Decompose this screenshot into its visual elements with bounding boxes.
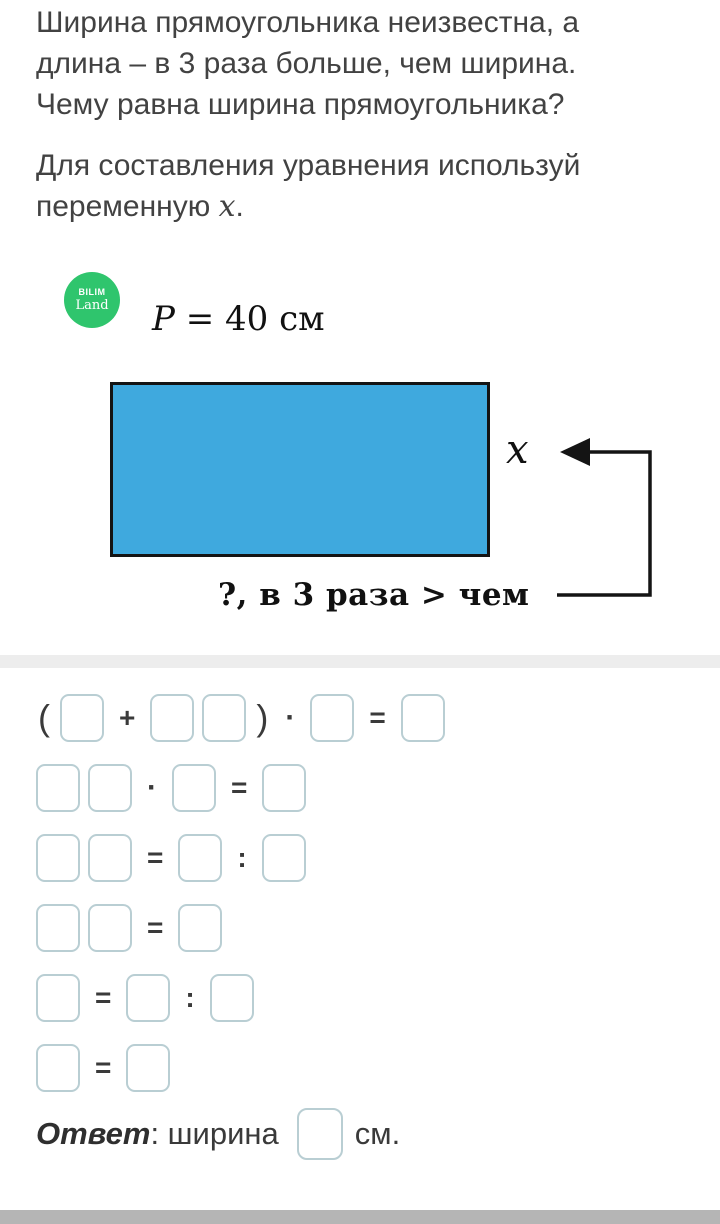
equation-symbol: · xyxy=(147,771,157,804)
equation-input-box[interactable] xyxy=(150,694,195,742)
equation-input-box[interactable] xyxy=(202,694,247,742)
instruction-prefix: Для составления уравнения используй пере… xyxy=(36,149,581,223)
equation-input-box[interactable] xyxy=(88,834,132,882)
equation-input-box[interactable] xyxy=(36,834,80,882)
equation-input-box[interactable] xyxy=(126,1044,171,1092)
equation-input-box[interactable] xyxy=(126,974,171,1022)
equation-input-box[interactable] xyxy=(36,764,80,812)
equation-symbol: + xyxy=(119,702,136,733)
equation-input-box[interactable] xyxy=(178,834,223,882)
answer-input-box[interactable] xyxy=(296,1108,343,1160)
equation-symbol: = xyxy=(147,912,164,943)
instruction-text: Для составления уравнения используй пере… xyxy=(0,145,720,227)
equation-input-box[interactable] xyxy=(261,834,306,882)
equation-input-box[interactable] xyxy=(88,764,132,812)
equation-input-box[interactable] xyxy=(36,904,80,952)
equation-symbol: = xyxy=(95,1052,112,1083)
answer-line: Ответ: ширина см. xyxy=(0,1108,720,1160)
section-divider xyxy=(0,655,720,668)
equation-symbol: · xyxy=(285,701,296,734)
bottom-bar xyxy=(0,1210,720,1224)
equation-input-box[interactable] xyxy=(36,1044,80,1092)
answer-label: Ответ xyxy=(36,1116,151,1151)
equation-input-box[interactable] xyxy=(310,694,355,742)
figure-area: BILIM Land P = 40 см x ?, в 3 раза > чем xyxy=(0,255,720,655)
equation-row: =: xyxy=(36,834,684,882)
equation-symbol: = xyxy=(231,772,248,803)
equation-input-box[interactable] xyxy=(88,904,132,952)
perimeter-variable: P xyxy=(152,299,175,339)
instruction-suffix: . xyxy=(235,190,244,223)
equation-row: = xyxy=(36,904,684,952)
width-variable-label: x xyxy=(506,427,529,473)
arrow-graphic xyxy=(557,438,652,597)
equation-symbol: = xyxy=(95,982,112,1013)
logo-line1: BILIM xyxy=(78,287,106,297)
equation-input-box[interactable] xyxy=(209,974,254,1022)
equation-symbol: : xyxy=(237,842,247,873)
arrow-head-icon xyxy=(560,438,590,466)
perimeter-label: P = 40 см xyxy=(152,299,325,339)
answer-label-rest: : ширина xyxy=(150,1116,279,1151)
bilimland-logo: BILIM Land xyxy=(64,272,120,328)
equation-symbol: ( xyxy=(38,697,50,738)
length-relation-label: ?, в 3 раза > чем xyxy=(218,577,530,613)
equation-symbol: ) xyxy=(256,697,269,738)
statement-line: Чему равна ширина прямоугольника? xyxy=(36,88,565,121)
equation-input-box[interactable] xyxy=(172,764,216,812)
equation-symbol: = xyxy=(147,842,164,873)
equation-input-box[interactable] xyxy=(400,694,445,742)
equation-input-box[interactable] xyxy=(60,694,104,742)
equation-row: = xyxy=(36,1044,684,1092)
logo-line2: Land xyxy=(75,298,109,313)
equation-row: ( +) · = xyxy=(36,694,684,742)
problem-statement: Ширина прямоугольника неизвестна, а длин… xyxy=(0,0,720,125)
equation-symbol: = xyxy=(369,702,386,733)
perimeter-value: = 40 см xyxy=(174,299,325,339)
equation-row: =: xyxy=(36,974,684,1022)
rectangle-shape xyxy=(110,382,490,557)
equation-rows: (+)·=·==:==:= xyxy=(0,668,720,1092)
equation-input-box[interactable] xyxy=(262,764,307,812)
equation-input-box[interactable] xyxy=(36,974,80,1022)
answer-unit: см. xyxy=(354,1116,401,1151)
equation-input-box[interactable] xyxy=(178,904,223,952)
equation-symbol: : xyxy=(185,982,195,1013)
statement-line: Ширина прямоугольника неизвестна, а xyxy=(36,6,580,39)
statement-line: длина – в 3 раза больше, чем ширина. xyxy=(36,47,577,80)
equation-row: ·= xyxy=(36,764,684,812)
variable-x: x xyxy=(218,189,236,224)
